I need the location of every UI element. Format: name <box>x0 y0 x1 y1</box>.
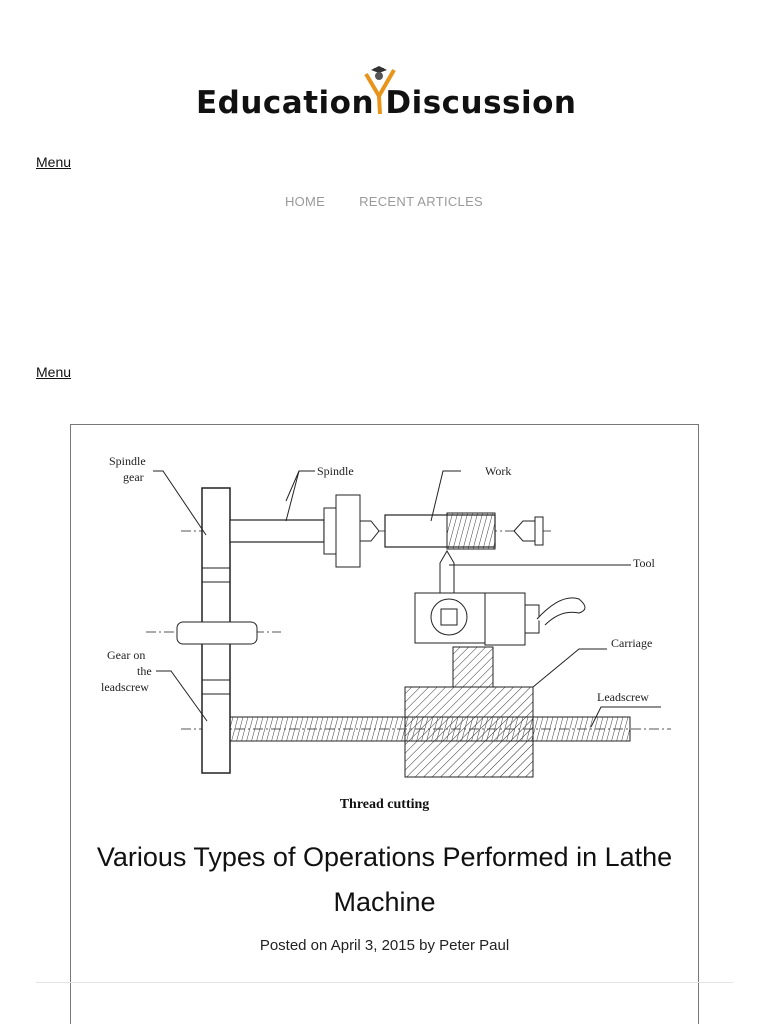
thread-cutting-diagram: Spindle gear Spindle Work Tool Carriage … <box>101 454 671 778</box>
label-carriage: Carriage <box>611 636 652 650</box>
primary-nav: HOME RECENT ARTICLES <box>0 194 768 209</box>
figure-caption: Thread cutting <box>339 797 430 812</box>
label-spindle: Spindle <box>317 464 354 478</box>
by-label: by <box>419 937 435 954</box>
label-spindle-gear-2: gear <box>123 470 144 484</box>
label-tool: Tool <box>633 556 655 570</box>
label-gear-on-leadscrew-2: the <box>137 664 152 678</box>
menu-toggle-bottom[interactable]: Menu <box>36 364 72 380</box>
nav-home[interactable]: HOME <box>284 194 326 209</box>
author-link[interactable]: Peter Paul <box>439 937 510 954</box>
site-logo[interactable]: Education Discussion <box>0 66 768 122</box>
article-card: Spindle gear Spindle Work Tool Carriage … <box>70 424 699 1024</box>
logo-person-icon <box>364 66 396 115</box>
label-gear-on-leadscrew-3: leadscrew <box>101 680 149 694</box>
label-gear-on-leadscrew-1: Gear on <box>107 648 145 662</box>
bottom-divider <box>36 982 733 983</box>
label-work: Work <box>485 464 511 478</box>
post-meta: Posted on April 3, 2015 by Peter Paul <box>71 937 698 954</box>
label-spindle-gear-1: Spindle <box>109 454 146 468</box>
logo-text: Education Discussion <box>196 85 577 121</box>
label-leadscrew: Leadscrew <box>597 690 649 704</box>
nav-recent-articles[interactable]: RECENT ARTICLES <box>359 194 484 209</box>
article-title[interactable]: Various Types of Operations Performed in… <box>96 842 673 917</box>
posted-prefix: Posted on <box>259 937 328 954</box>
post-date-link[interactable]: April 3, 2015 <box>330 937 415 954</box>
menu-toggle-top[interactable]: Menu <box>36 154 72 170</box>
